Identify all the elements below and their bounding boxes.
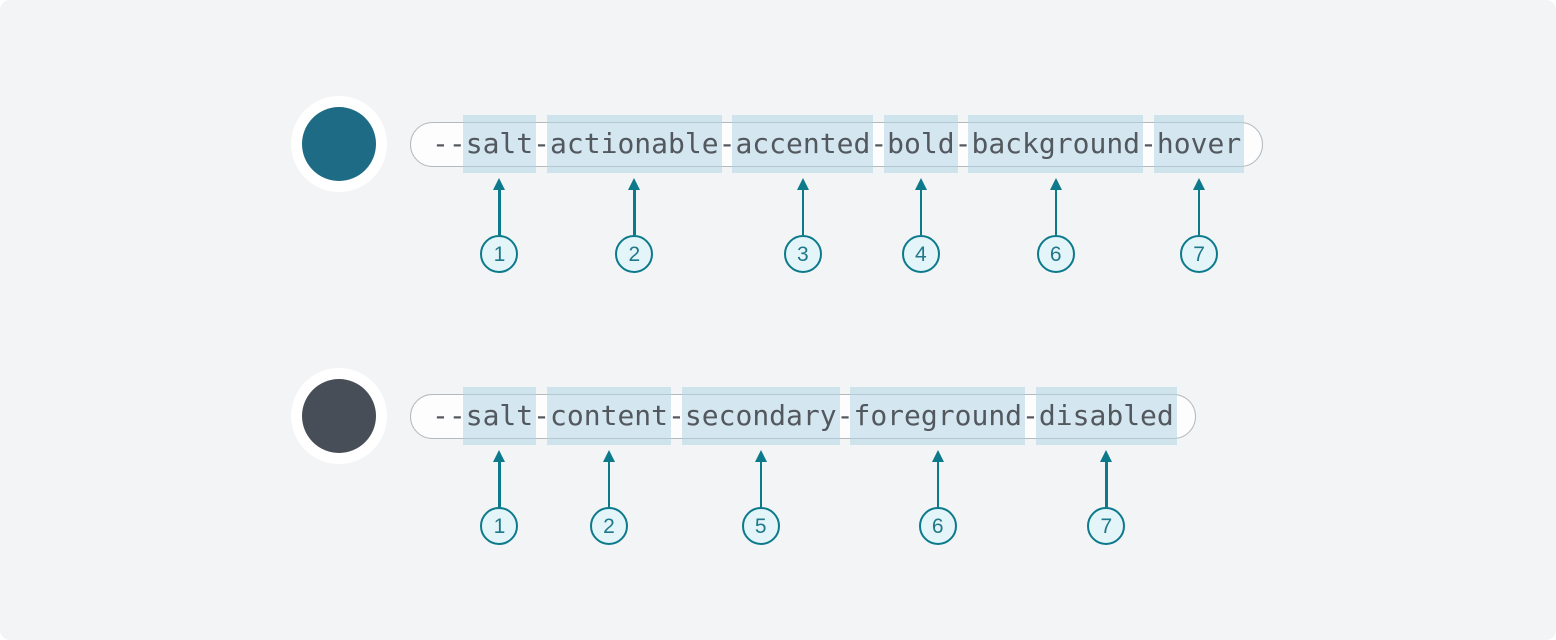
marker-number-badge: 6 <box>918 507 957 545</box>
marker-number-badge: 3 <box>783 235 822 273</box>
marker: 1 <box>480 178 519 273</box>
arrow-line <box>1197 190 1201 235</box>
token-segment: secondary 5 <box>681 387 840 545</box>
token-segment-label: foreground <box>853 399 1023 432</box>
marker: 5 <box>741 450 780 545</box>
arrow-up-icon <box>603 450 616 462</box>
arrow-up-icon <box>493 178 506 190</box>
marker: 1 <box>480 450 519 545</box>
arrow-up-icon <box>796 178 809 190</box>
token-prefix: -- <box>432 127 466 160</box>
arrow-up-icon <box>931 450 944 462</box>
token-segment: salt 1 <box>462 115 537 273</box>
token-segment-label: accented <box>735 127 871 160</box>
token-segment-label: background <box>971 127 1141 160</box>
arrow-up-icon <box>628 178 641 190</box>
arrow-line <box>1054 190 1057 235</box>
token-separator: - <box>954 127 972 160</box>
token-segment-label: salt <box>465 399 534 432</box>
token-separator: - <box>1022 399 1039 432</box>
token-segment: actionable 2 <box>547 115 722 273</box>
token-segment: foreground 6 <box>850 387 1026 545</box>
token-segment: disabled 7 <box>1035 387 1177 545</box>
arrow-up-icon <box>1100 450 1113 462</box>
token-segment: bold 4 <box>884 115 958 273</box>
token-separator: - <box>1140 127 1157 160</box>
token-row: -- salt 1 - content 2 - secon <box>291 368 1196 545</box>
token-segment: content 2 <box>547 387 672 545</box>
marker: 7 <box>1180 178 1219 273</box>
arrow-line <box>936 462 939 507</box>
token-segment: background 6 <box>968 115 1144 273</box>
token-segment: accented 3 <box>732 115 874 273</box>
arrow-up-icon <box>1193 178 1206 190</box>
arrow-line <box>607 462 611 507</box>
marker: 7 <box>1087 450 1126 545</box>
arrow-line <box>801 190 805 235</box>
marker-number-badge: 2 <box>615 235 654 273</box>
token-segment-label: salt <box>465 127 534 160</box>
arrow-up-icon <box>1049 178 1062 190</box>
arrow-up-icon <box>914 178 927 190</box>
token-separator: - <box>668 399 685 432</box>
token-separator: - <box>533 399 551 432</box>
token-segment-label: content <box>550 399 669 432</box>
token-segment-label: secondary <box>684 399 837 432</box>
marker-number-badge: 5 <box>741 507 780 545</box>
color-swatch-fill <box>302 379 376 453</box>
token-pill: -- salt 1 - content 2 - secon <box>410 387 1196 545</box>
marker-number-badge: 6 <box>1036 235 1075 273</box>
arrow-line <box>759 462 762 507</box>
arrow-line <box>498 190 501 235</box>
arrow-up-icon <box>493 450 506 462</box>
marker: 6 <box>918 450 957 545</box>
marker-number-badge: 2 <box>590 507 629 545</box>
token-segment-label: bold <box>887 127 955 160</box>
marker: 2 <box>615 178 654 273</box>
token-pill: -- salt 1 - actionable 2 - ac <box>410 115 1264 273</box>
marker-number-badge: 1 <box>480 235 519 273</box>
arrow-line <box>1105 462 1108 507</box>
token-segment-label: actionable <box>550 127 719 160</box>
token-separator: - <box>718 127 736 160</box>
token-separator: - <box>533 127 551 160</box>
color-swatch-fill <box>302 107 376 181</box>
token-row: -- salt 1 - actionable 2 - ac <box>291 96 1264 273</box>
token-separator: - <box>870 127 888 160</box>
arrow-line <box>633 190 636 235</box>
arrow-up-icon <box>754 450 767 462</box>
arrow-line <box>498 462 501 507</box>
marker: 2 <box>590 450 629 545</box>
marker-number-badge: 7 <box>1180 235 1219 273</box>
marker: 6 <box>1036 178 1075 273</box>
token-prefix: -- <box>432 399 466 432</box>
token-segment-label: hover <box>1156 127 1242 160</box>
arrow-line <box>919 190 923 235</box>
token-separator: - <box>836 399 854 432</box>
color-swatch <box>291 368 387 464</box>
marker: 4 <box>901 178 940 273</box>
token-segment: hover 7 <box>1153 115 1245 273</box>
color-swatch <box>291 96 387 192</box>
token-segment: salt 1 <box>462 387 537 545</box>
marker-number-badge: 4 <box>901 235 940 273</box>
token-segment-label: disabled <box>1038 399 1174 432</box>
marker-number-badge: 7 <box>1087 507 1126 545</box>
marker: 3 <box>783 178 822 273</box>
marker-number-badge: 1 <box>480 507 519 545</box>
